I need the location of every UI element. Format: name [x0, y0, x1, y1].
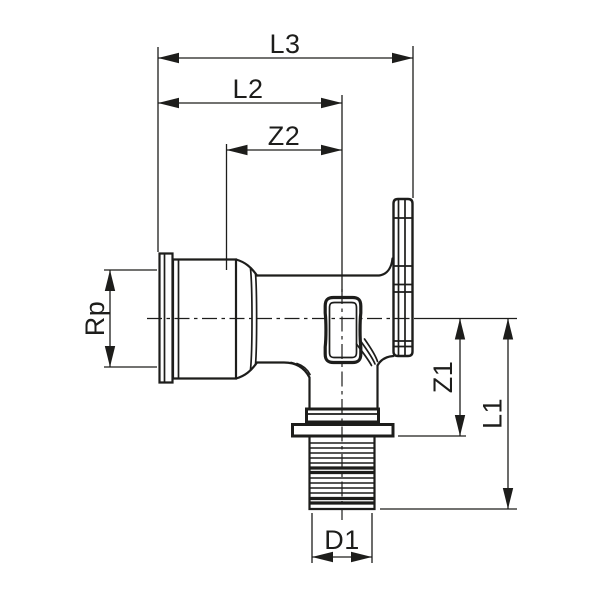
socket-taper-cone	[234, 258, 259, 380]
dimension-rp: Rp	[80, 269, 157, 368]
dimension-label-rp: Rp	[80, 301, 110, 337]
dimension-label-z2: Z2	[268, 121, 301, 151]
dimension-d1: D1	[311, 513, 373, 563]
dimension-label-d1: D1	[324, 525, 360, 555]
dimension-label-z1: Z1	[428, 361, 458, 394]
dimension-l1: L1	[380, 317, 517, 510]
fitting-body	[158, 197, 414, 511]
centerlines	[147, 289, 412, 520]
dimension-label-l1: L1	[478, 398, 508, 429]
barbed-spigot	[308, 434, 376, 511]
dimension-label-l3: L3	[269, 29, 300, 59]
dimension-label-l2: L2	[232, 74, 263, 104]
socket-end-cap	[158, 252, 174, 384]
dimension-z1: Z1	[398, 318, 466, 437]
branch-tube	[308, 338, 395, 410]
body-neck	[255, 257, 394, 379]
dimension-l3: L3	[157, 29, 414, 252]
wall-flange	[392, 197, 414, 358]
wrench-boss	[323, 295, 363, 365]
stop-ring	[305, 407, 380, 424]
dimension-l2: L2	[158, 74, 343, 292]
dimension-z2: Z2	[225, 121, 342, 270]
collar-disc	[291, 423, 395, 438]
